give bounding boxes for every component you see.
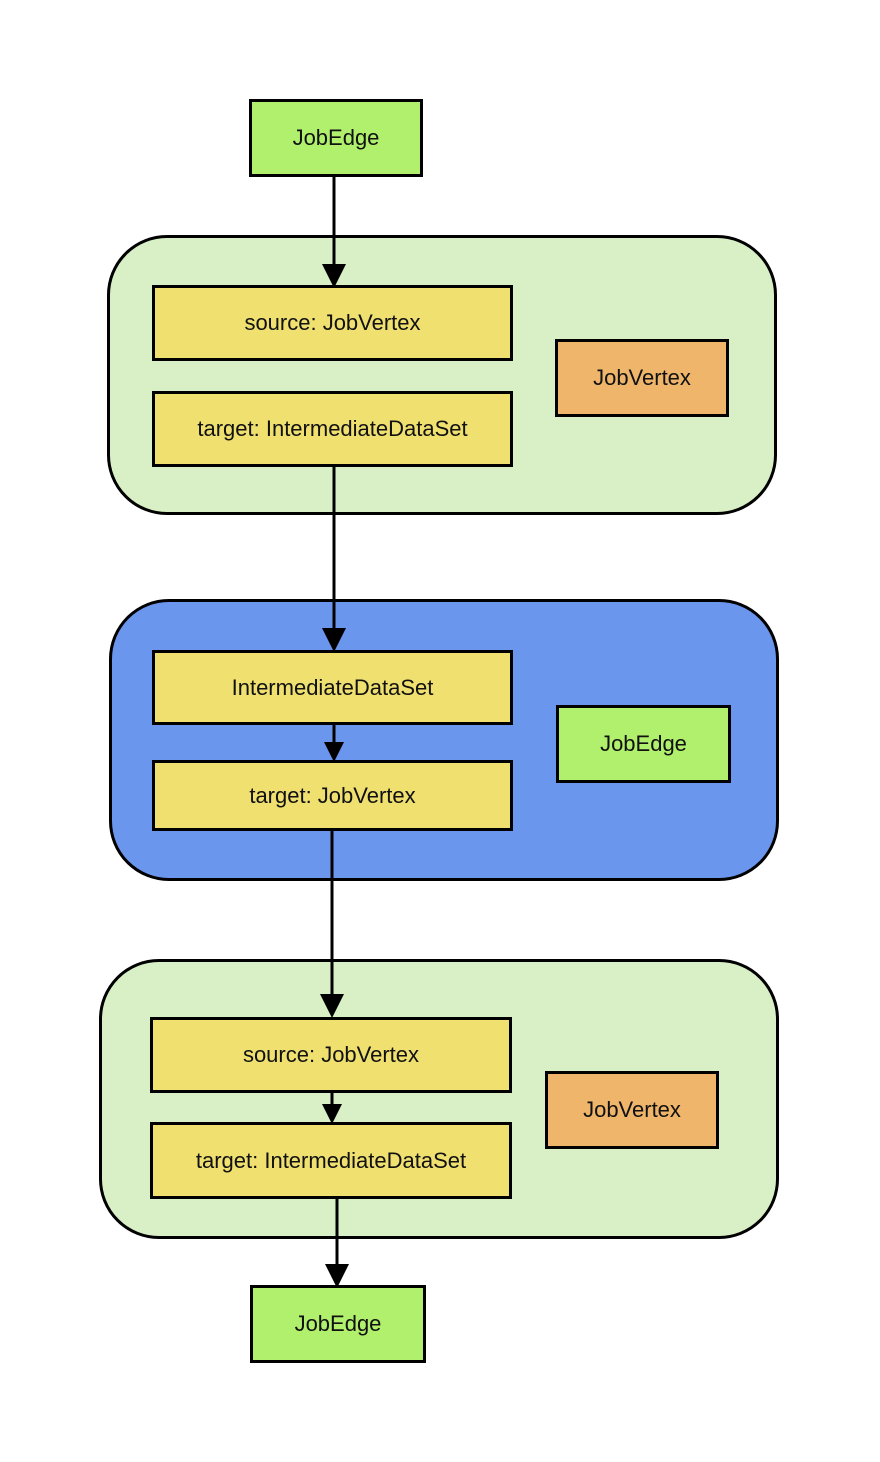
jobedge-bottom-node: JobEdge xyxy=(250,1285,426,1363)
group1-target-field: target: IntermediateDataSet xyxy=(152,391,513,467)
group1-source-field: source: JobVertex xyxy=(152,285,513,361)
group2-target-field: target: JobVertex xyxy=(152,760,513,831)
arrowhead-5 xyxy=(322,1104,342,1124)
group2-dataset-field: IntermediateDataSet xyxy=(152,650,513,725)
arrowhead-1 xyxy=(322,264,346,288)
arrowhead-2 xyxy=(322,628,346,652)
arrowhead-3 xyxy=(324,742,344,762)
group3-target-field: target: IntermediateDataSet xyxy=(150,1122,512,1199)
arrowhead-4 xyxy=(320,994,344,1018)
group2-jobedge-label: JobEdge xyxy=(556,705,731,783)
group3-jobvertex-label: JobVertex xyxy=(545,1071,719,1149)
arrowhead-6 xyxy=(325,1264,349,1288)
group3-source-field: source: JobVertex xyxy=(150,1017,512,1093)
jobedge-top-node: JobEdge xyxy=(249,99,423,177)
group1-jobvertex-label: JobVertex xyxy=(555,339,729,417)
